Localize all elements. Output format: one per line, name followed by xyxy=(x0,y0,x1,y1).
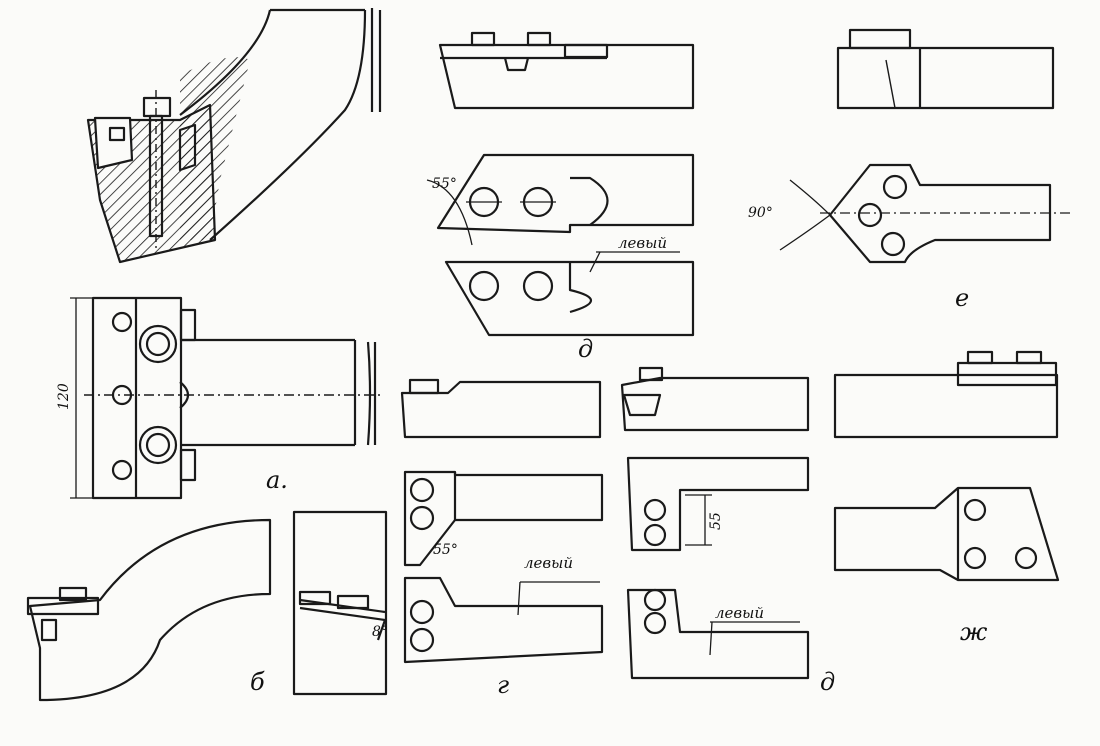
angle-55-lower: 55° xyxy=(433,542,458,558)
holder-view-a xyxy=(70,296,380,500)
label-a: a. xyxy=(266,466,288,494)
figure-labels: a. б д д е г ж левый левый левый 120 55 … xyxy=(56,176,988,699)
tool-top-view-d xyxy=(438,31,695,110)
angle-55-upper: 55° xyxy=(432,176,457,192)
small-tool-side-2 xyxy=(620,366,810,432)
holder-section-view xyxy=(86,8,382,264)
label-d-upper: д xyxy=(578,335,593,363)
label-d-lower: д xyxy=(820,668,835,696)
tool-zh-plan xyxy=(833,486,1060,582)
tool-top-view-e xyxy=(836,28,1055,110)
annotation-left-lower: левый xyxy=(715,604,764,622)
tool-blank-d-upper xyxy=(426,153,695,246)
cranked-holder-b xyxy=(26,518,272,702)
tool-blank-d-lower xyxy=(444,251,695,337)
label-g: г xyxy=(497,671,509,699)
dimension-55: 55 xyxy=(708,512,724,530)
angle-8: 8° xyxy=(372,624,388,640)
angle-90: 90° xyxy=(748,205,773,221)
tool-g-upper xyxy=(403,470,604,567)
tool-d-lower-block xyxy=(626,456,810,552)
section-strip xyxy=(292,510,388,696)
label-e: е xyxy=(955,284,969,312)
small-tool-side-1 xyxy=(400,378,602,439)
tool-side-zh xyxy=(833,350,1059,439)
tool-g-lower xyxy=(403,576,604,664)
label-zh: ж xyxy=(960,618,988,646)
triangular-insert-e xyxy=(779,163,1070,264)
annotation-left-upper: левый xyxy=(618,234,667,252)
dimension-120: 120 xyxy=(56,383,72,410)
annotation-left-middle: левый xyxy=(524,554,573,572)
label-b: б xyxy=(250,668,265,696)
tool-d-lower-block-2 xyxy=(626,588,810,680)
